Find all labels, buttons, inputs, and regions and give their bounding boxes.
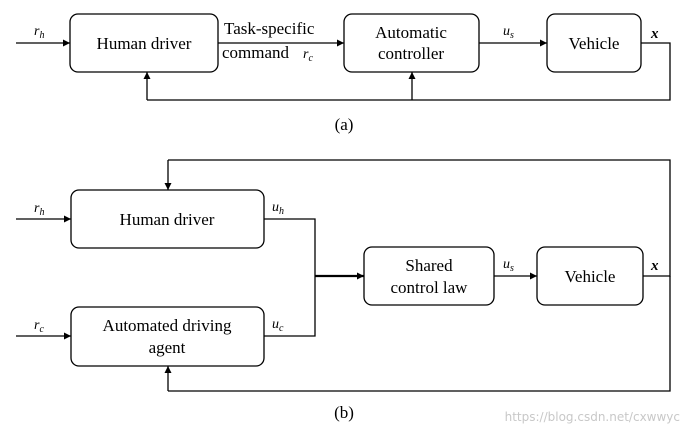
vehicle-block-b bbox=[536, 246, 644, 306]
signal-x-b: x bbox=[650, 258, 659, 274]
wire-uc-b bbox=[264, 276, 316, 337]
automated-agent-block-b bbox=[70, 306, 265, 367]
signal-rc-a: rc bbox=[303, 47, 313, 64]
vehicle-label-b: Vehicle bbox=[565, 267, 616, 286]
automated-agent-label-line1: Automated driving bbox=[103, 316, 232, 335]
human-driver-block-a bbox=[69, 13, 219, 73]
wire-feedback-bottom-b bbox=[168, 276, 671, 392]
wire-uh-b bbox=[264, 218, 316, 276]
wire-feedback-a bbox=[147, 42, 671, 101]
signal-rc-b: rc bbox=[34, 318, 44, 335]
automatic-controller-label-line1: Automatic bbox=[375, 23, 447, 42]
caption-a: (a) bbox=[335, 115, 354, 134]
diagram-a: Human driver Automatic controller Vehicl… bbox=[16, 13, 671, 134]
signal-rh-a: rh bbox=[34, 24, 44, 41]
signal-us-b: us bbox=[503, 257, 514, 274]
vehicle-label-a: Vehicle bbox=[569, 34, 620, 53]
diagram-b: Human driver Automated driving agent Sha… bbox=[16, 159, 671, 422]
vehicle-block-a bbox=[546, 13, 642, 73]
signal-us-a: us bbox=[503, 24, 514, 41]
wire-feedback-top-b bbox=[168, 159, 671, 277]
shared-control-law-block-b bbox=[363, 246, 495, 306]
human-driver-label-b: Human driver bbox=[120, 210, 215, 229]
human-driver-label-a: Human driver bbox=[97, 34, 192, 53]
signal-x-a: x bbox=[650, 26, 659, 42]
signal-uh-b: uh bbox=[272, 200, 284, 217]
command-label-line2: command bbox=[222, 43, 290, 62]
watermark-text: https://blog.csdn.net/cxwwyc bbox=[505, 410, 680, 424]
command-label-line1: Task-specific bbox=[224, 19, 315, 38]
human-driver-block-b bbox=[70, 189, 265, 249]
automatic-controller-label-line2: controller bbox=[378, 44, 444, 63]
automated-agent-label-line2: agent bbox=[149, 338, 186, 357]
shared-control-label-line2: control law bbox=[391, 278, 469, 297]
signal-rh-b: rh bbox=[34, 201, 44, 218]
signal-uc-b: uc bbox=[272, 317, 284, 334]
shared-control-label-line1: Shared bbox=[405, 256, 453, 275]
automatic-controller-block-a bbox=[343, 13, 480, 73]
caption-b: (b) bbox=[334, 403, 354, 422]
